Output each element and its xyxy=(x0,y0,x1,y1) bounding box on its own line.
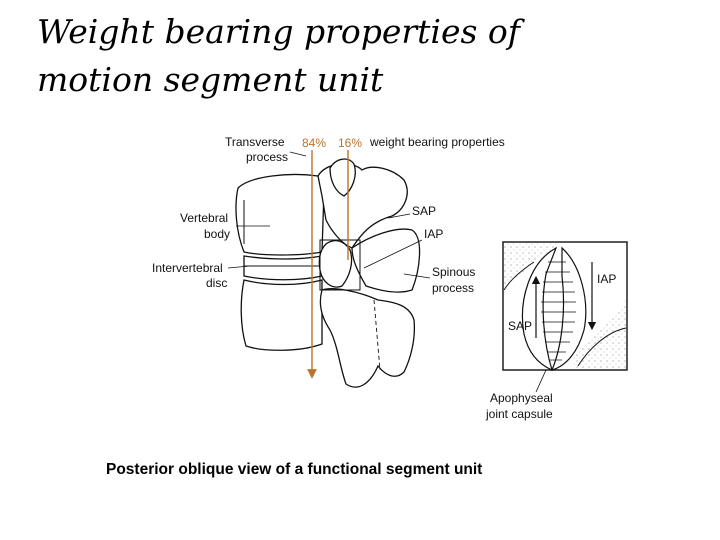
inset-label-capsule-2: joint capsule xyxy=(485,407,553,421)
label-spinous-2: process xyxy=(432,281,474,295)
label-disc-2: disc xyxy=(206,276,227,290)
lower-posterior-elements xyxy=(319,288,416,388)
label-sap: SAP xyxy=(412,204,436,218)
label-vertebral-1: Vertebral xyxy=(180,211,228,225)
label-84-percent: 84% xyxy=(302,136,326,150)
inset-label-sap: SAP xyxy=(508,319,532,333)
vertebra-illustration xyxy=(235,158,421,388)
upper-transverse-process xyxy=(329,158,356,197)
spinous-process xyxy=(351,228,421,293)
label-16-percent: 16% xyxy=(338,136,362,150)
label-iap: IAP xyxy=(424,227,443,241)
upper-vertebral-body xyxy=(235,173,325,256)
facet-inset-guide xyxy=(319,239,361,291)
slide-title-line-1: Weight bearing properties of xyxy=(37,12,521,51)
label-vertebral-2: body xyxy=(204,227,230,241)
label-transverse-process-2: process xyxy=(246,150,288,164)
label-spinous-1: Spinous xyxy=(432,265,475,279)
label-disc-1: Intervertebral xyxy=(152,261,223,275)
label-weight-bearing: weight bearing properties xyxy=(369,135,505,149)
figure-caption: Posterior oblique view of a functional s… xyxy=(106,461,482,478)
slide-title: Weight bearing properties of motion segm… xyxy=(37,8,677,104)
label-transverse-process-1: Transverse xyxy=(225,135,285,149)
slide-title-line-2: motion segment unit xyxy=(37,60,384,99)
inset-label-capsule-1: Apophyseal xyxy=(490,391,553,405)
apophyseal-joint-inset xyxy=(502,241,628,393)
inset-label-iap: IAP xyxy=(597,272,616,286)
lower-vertebral-body xyxy=(240,279,323,351)
facet-joint xyxy=(318,239,353,288)
intervertebral-disc xyxy=(243,255,323,281)
